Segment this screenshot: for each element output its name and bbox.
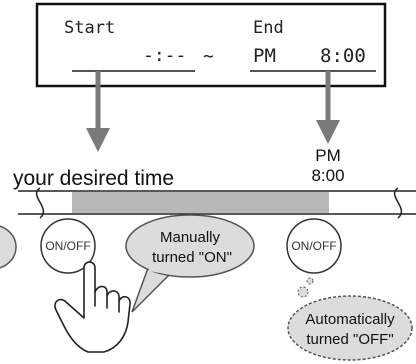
auto-off-bubble: Automatically turned "OFF": [287, 277, 413, 361]
manual-on-bubble: Manually turned "ON": [125, 214, 255, 313]
separator-tilde: ~: [203, 46, 214, 67]
partial-bubble: [0, 225, 17, 269]
on-off-button-left[interactable]: ON/OFF: [40, 218, 96, 274]
end-ampm: PM: [253, 45, 276, 67]
start-label: Start: [64, 18, 115, 38]
auto-bubble-line2: turned "OFF": [306, 331, 393, 348]
manual-bubble-line2: turned "ON": [152, 249, 232, 266]
pm-label: PM: [315, 146, 341, 165]
timeline-band: [18, 187, 416, 219]
end-arrow: [316, 71, 340, 144]
timer-display: Start End -:-- ~ PM 8:00: [35, 2, 387, 88]
on-off-label-right: ON/OFF: [291, 239, 336, 253]
pressing-hand-icon: [54, 261, 131, 353]
start-value: -:--: [143, 45, 186, 66]
on-off-label-left: ON/OFF: [45, 239, 90, 253]
manual-bubble-line1: Manually: [160, 229, 221, 246]
start-arrow: [86, 71, 110, 152]
break-mark-right: [393, 187, 403, 219]
end-value: 8:00: [320, 45, 366, 67]
on-off-button-right[interactable]: ON/OFF: [286, 218, 342, 274]
auto-bubble-line1: Automatically: [305, 311, 395, 328]
break-mark-left: [35, 187, 45, 219]
time-label: 8:00: [311, 166, 344, 185]
desired-time-label: your desired time: [13, 167, 174, 190]
end-label: End: [253, 18, 284, 38]
active-period: [72, 192, 329, 213]
